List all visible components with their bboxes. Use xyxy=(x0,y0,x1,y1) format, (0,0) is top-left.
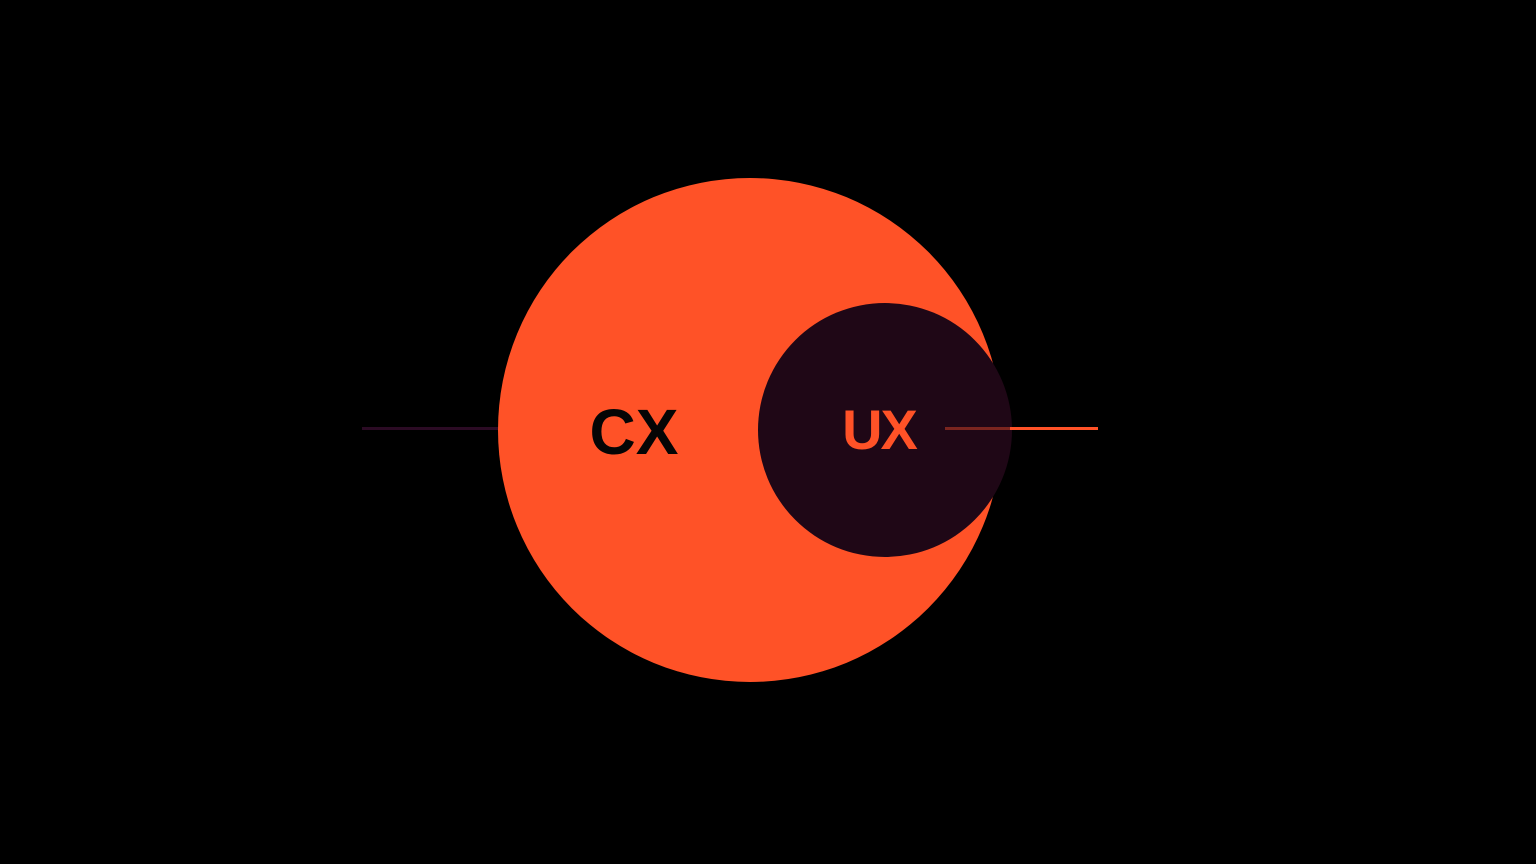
ux-circle xyxy=(758,303,1012,557)
ux-leader-line-inner-segment xyxy=(945,427,1010,430)
cx-leader-line xyxy=(362,427,556,430)
ux-label: UX xyxy=(842,398,918,461)
ux-leader-line xyxy=(1010,427,1098,430)
cx-label: CX xyxy=(589,396,679,468)
